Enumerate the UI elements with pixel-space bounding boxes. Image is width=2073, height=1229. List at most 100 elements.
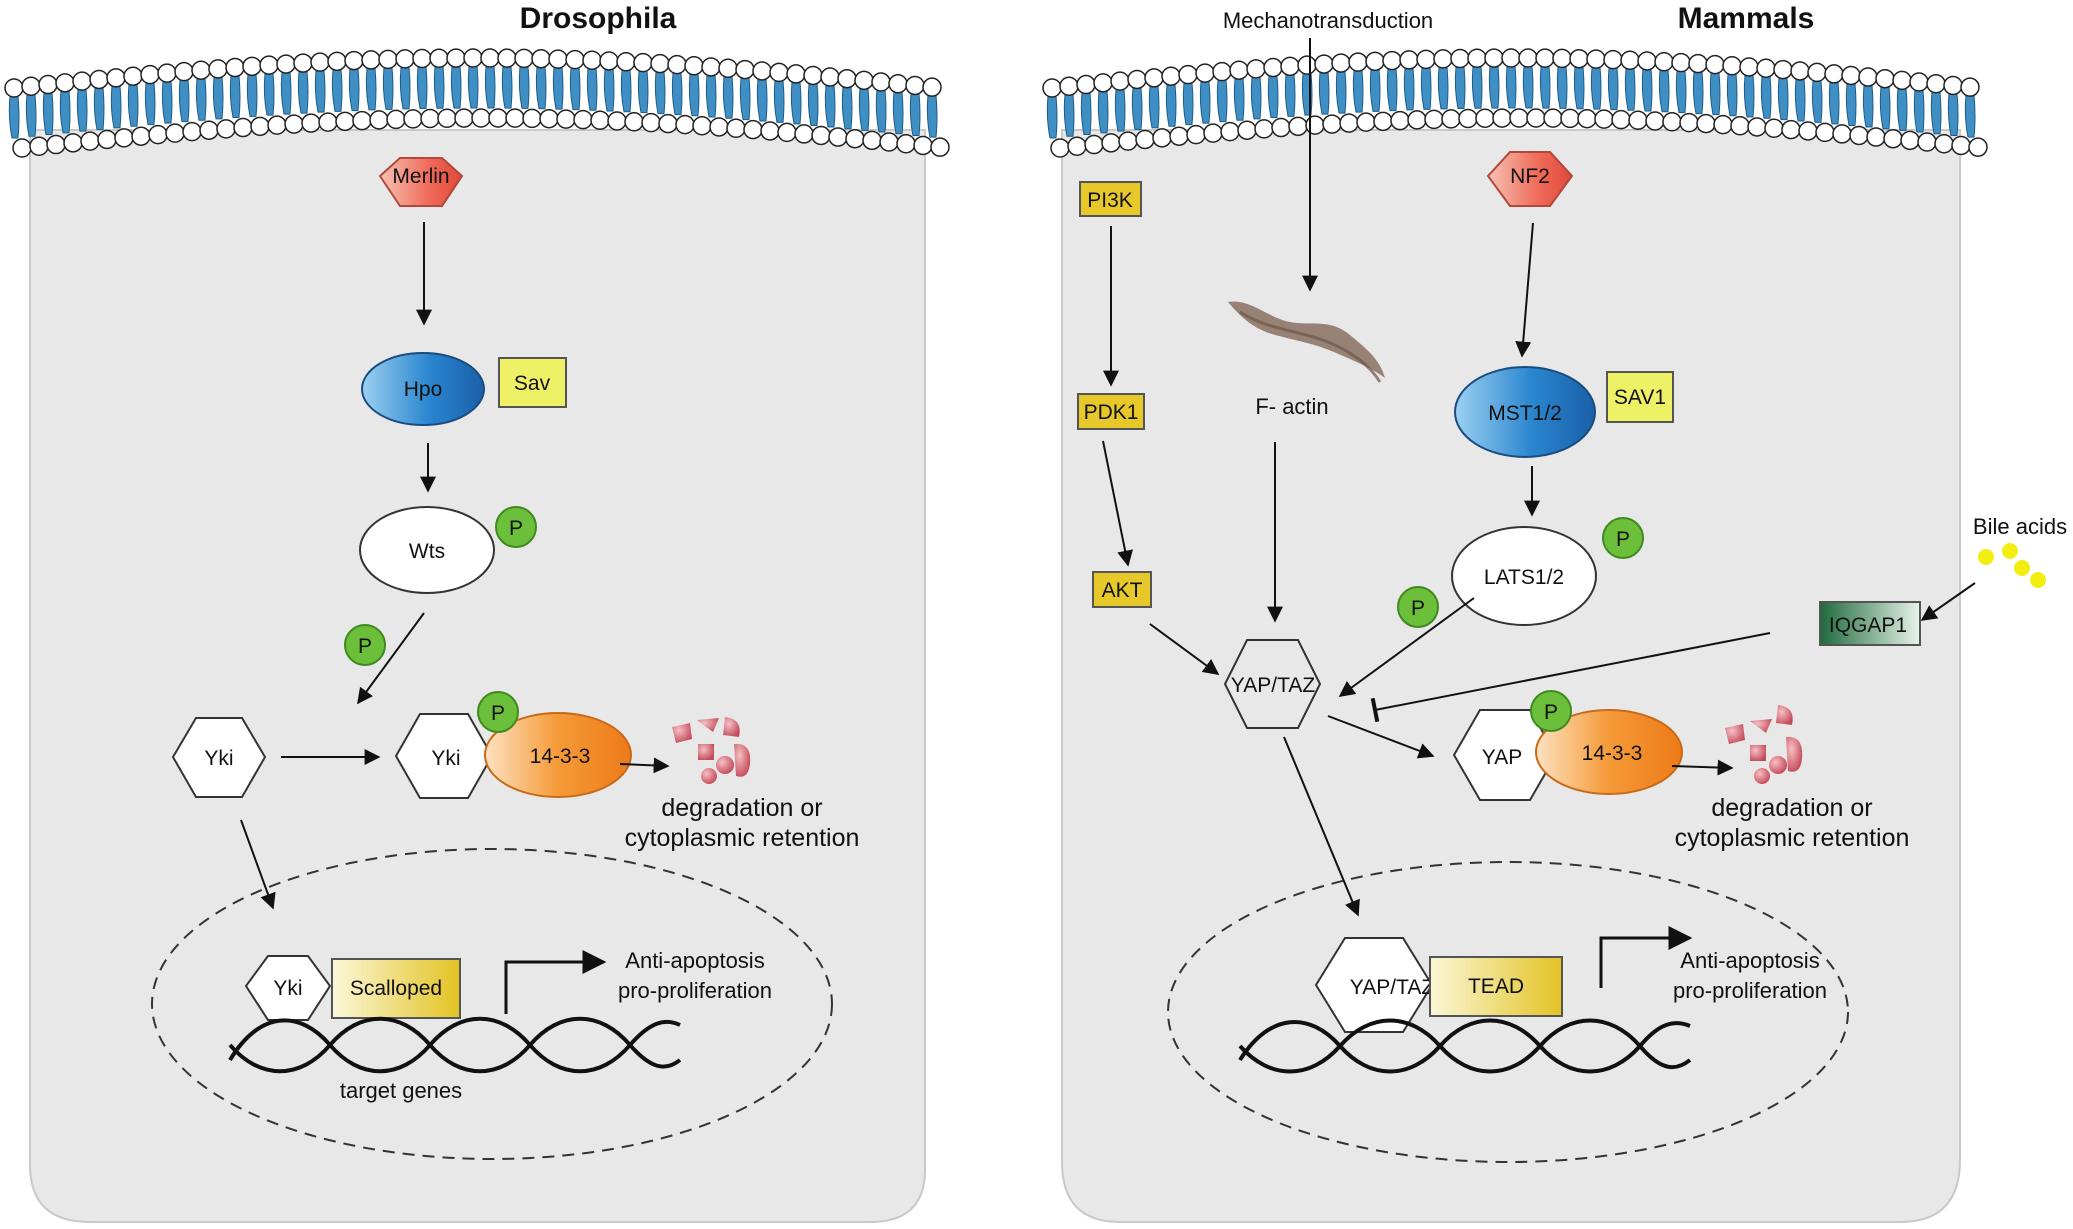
lipid-head (497, 48, 517, 68)
lipid-head (522, 108, 542, 129)
lipid-head (845, 128, 865, 149)
lipid-head (1050, 138, 1070, 158)
lipid-head (1730, 116, 1750, 136)
lipid-head (463, 48, 483, 68)
lipid-head (1696, 113, 1716, 134)
lipid-head (1815, 122, 1835, 143)
wts-node (359, 506, 495, 594)
lipid-tail (365, 67, 377, 111)
transcription-arrow-left (504, 950, 607, 1014)
lipid-head (1399, 50, 1419, 70)
lipid-head (1458, 108, 1478, 129)
lipid-head (1382, 50, 1402, 71)
lipid-tail (433, 65, 445, 109)
lipid-head (1501, 48, 1521, 68)
lipid-tail (467, 65, 479, 109)
lipid-head (641, 112, 661, 133)
lipid-tail (263, 72, 275, 116)
lipid-head (769, 62, 789, 83)
lipid-tail (1369, 68, 1381, 112)
lipid-head (616, 52, 636, 72)
lipid-head (1637, 51, 1657, 71)
lipid-head (1178, 64, 1198, 85)
lipid-head (157, 63, 177, 83)
lipid-head (1705, 54, 1725, 75)
lipid-head (1161, 66, 1181, 86)
lipid-tail (722, 75, 734, 119)
lipid-head (1467, 48, 1487, 68)
lipid-head (310, 52, 330, 72)
mechanotransduction-text: Mechanotransduction (1223, 8, 1433, 33)
lipid-tail (1148, 85, 1160, 129)
anti-apoptosis-left: Anti-apoptosis (625, 948, 764, 973)
lipid-head (1620, 50, 1640, 71)
lipid-tail (1335, 70, 1347, 114)
protein-14-3-3-right (1535, 709, 1683, 795)
lipid-tail (1964, 94, 1976, 138)
iqgap1-label: IQGAP1 (1829, 614, 1907, 637)
lats-label: LATS1/2 (1484, 566, 1564, 589)
lipid-head (930, 137, 950, 157)
lipid-tail (1726, 73, 1738, 117)
mammals-panel: Mammals Mechanotransduction F- actin PI3… (1042, 2, 2067, 1223)
nucleus-left (151, 848, 833, 1160)
lipid-tail (42, 92, 54, 136)
lipid-tail (1896, 87, 1908, 131)
lipid-tail (1097, 90, 1109, 134)
nf2-node (1486, 151, 1574, 207)
lipid-head (148, 124, 168, 145)
lipid-head (1756, 58, 1776, 78)
lipid-head (97, 129, 117, 150)
lipid-tail (586, 67, 598, 111)
lipid-tail (1454, 66, 1466, 110)
lipid-tail (450, 65, 462, 109)
lipid-head (403, 109, 423, 129)
lipid-head (1297, 55, 1317, 75)
lipid-tail (705, 74, 717, 118)
lipid-head (12, 138, 32, 158)
lipid-head (1926, 73, 1946, 94)
lipid-head (1246, 59, 1266, 79)
lipid-tail (1539, 65, 1551, 109)
lipid-head (1858, 67, 1878, 87)
lipid-tail (1114, 88, 1126, 132)
hpo-label: Hpo (404, 378, 443, 401)
lipid-tail (1182, 82, 1194, 126)
arrow-pdk1-akt (1102, 440, 1133, 567)
lipid-head (46, 134, 66, 155)
lipid-head (1169, 126, 1189, 146)
inhibition-iqgap1-yaptaz (1370, 632, 1771, 723)
lipid-head (1586, 49, 1606, 69)
bile-acids-text: Bile acids (1973, 514, 2067, 539)
lipid-head (565, 49, 585, 70)
lipid-tail (1420, 66, 1432, 110)
lipid-tail (1573, 66, 1585, 110)
lipid-tail (110, 85, 122, 129)
lipid-head (1203, 123, 1223, 143)
lipid-tail (25, 93, 37, 137)
tead-box (1429, 956, 1563, 1017)
lipid-head (1764, 118, 1784, 138)
lipid-head (871, 72, 891, 92)
yaptaz-label: YAP/TAZ (1231, 674, 1316, 697)
lipid-tail (1403, 67, 1415, 111)
merlin-label: Merlin (392, 165, 449, 188)
lipid-head (599, 51, 619, 71)
drosophila-panel: Drosophila Merlin Hpo Sav Wts P P Yki Yk… (4, 2, 950, 1223)
pro-proliferation-left: pro-proliferation (618, 978, 772, 1003)
lipid-head (1288, 116, 1308, 137)
lipid-head (1450, 48, 1470, 69)
lipid-tail (1063, 93, 1075, 137)
lipid-head (1254, 119, 1274, 139)
lipid-tail (1811, 79, 1823, 123)
arrow-akt-yaptaz (1149, 623, 1220, 675)
lipid-head (709, 117, 729, 137)
lipid-head (344, 50, 364, 71)
lipid-head (1084, 134, 1104, 155)
lipid-head (743, 119, 763, 140)
lipid-head (1263, 57, 1283, 78)
lipid-head (21, 76, 41, 97)
lipid-head (72, 71, 92, 91)
lipid-head (1305, 115, 1325, 135)
nf2-label: NF2 (1510, 165, 1550, 188)
